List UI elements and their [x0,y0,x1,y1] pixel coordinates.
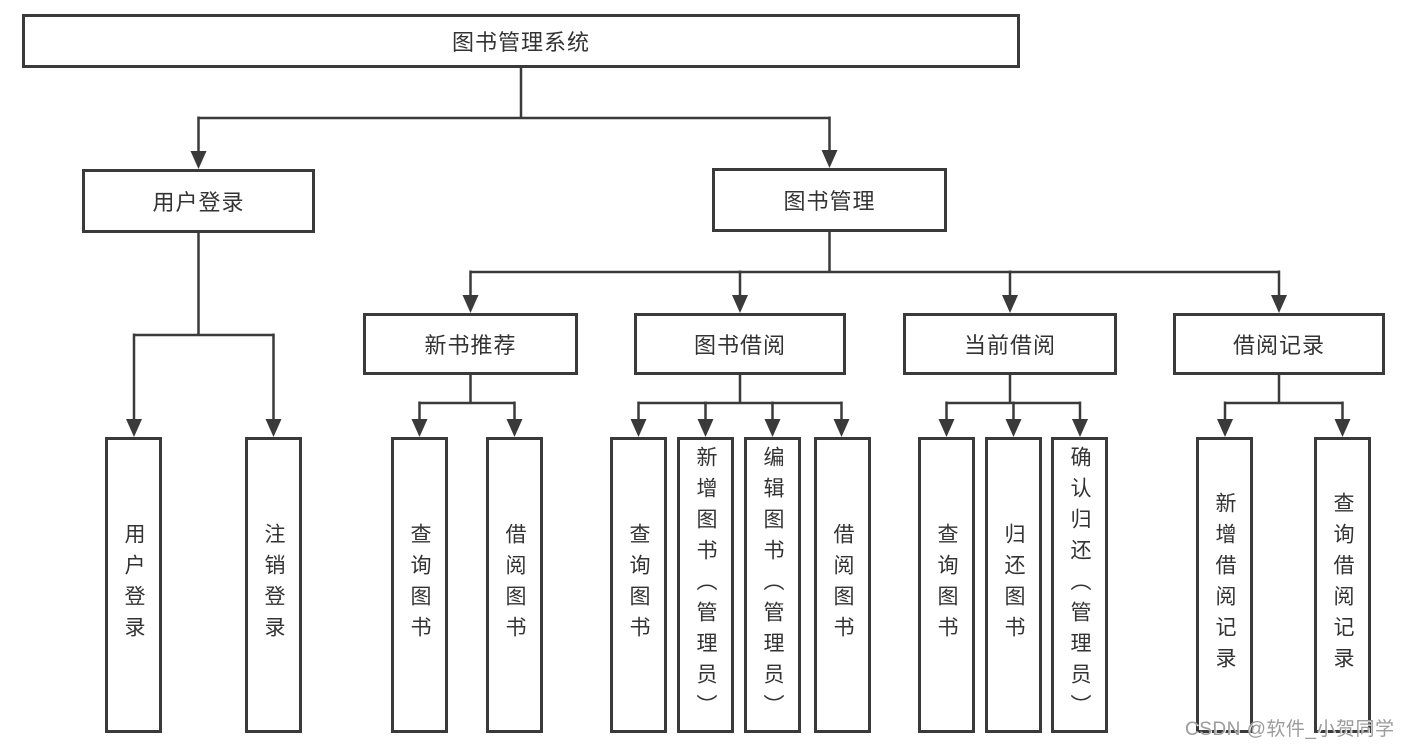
leaf-user-login: 用户登录 [105,437,162,733]
arrow-down-icon [821,150,838,168]
arrow-down-icon [190,151,207,169]
leaf-borrow-books-recommend: 借阅图书 [486,437,543,733]
node-book-management: 图书管理 [712,168,947,232]
leaf-label: 新增借阅记录 [1213,492,1237,678]
csdn-watermark: CSDN @软件_小贺同学 [1185,719,1395,740]
node-label: 图书管理 [783,189,876,214]
leaf-label: 查询借阅记录 [1331,492,1355,678]
leaf-edit-book-admin: 编辑图书（管理员） [744,437,801,733]
leaf-query-borrow-record: 查询借阅记录 [1314,437,1371,733]
node-library-management-system: 图书管理系统 [22,14,1020,68]
node-label: 借阅记录 [1232,333,1325,358]
node-borrowing-records: 借阅记录 [1173,313,1385,375]
leaf-add-book-admin: 新增图书（管理员） [677,437,734,733]
leaf-label: 用户登录 [122,523,146,647]
node-book-borrowing: 图书借阅 [634,313,846,375]
leaf-logout: 注销登录 [245,437,302,733]
arrow-down-icon [1005,419,1022,437]
node-user-login: 用户登录 [82,169,315,233]
node-label: 当前借阅 [963,333,1056,358]
leaf-query-books-recommend: 查询图书 [391,437,448,733]
arrow-down-icon [126,419,142,437]
leaf-label: 确认归还（管理员） [1068,445,1092,725]
arrow-down-icon [732,295,748,313]
connector-userlogin-to-leaves [132,233,275,420]
arrow-down-icon [1334,419,1351,437]
arrow-down-icon [1002,295,1018,313]
arrow-down-icon [1271,295,1287,313]
arrow-down-icon [506,419,523,437]
leaf-confirm-return-admin: 确认归还（管理员） [1051,437,1108,733]
leaf-label: 新增图书（管理员） [694,445,718,725]
node-new-book-recommend: 新书推荐 [363,313,578,375]
arrow-down-icon [462,295,479,313]
connector-currentborrow-to-leaves [945,375,1082,420]
node-label: 用户登录 [152,190,245,215]
leaf-label: 注销登录 [262,523,286,647]
leaf-return-book: 归还图书 [985,437,1042,733]
leaf-label: 借阅图书 [503,523,527,647]
arrow-down-icon [938,419,955,437]
leaf-borrow-books: 借阅图书 [814,437,871,733]
leaf-add-borrow-record: 新增借阅记录 [1196,437,1253,733]
arrow-down-icon [764,419,781,437]
arrow-down-icon [697,419,714,437]
leaf-query-books-current: 查询图书 [918,437,975,733]
arrow-down-icon [411,419,428,437]
arrow-down-icon [630,419,647,437]
connector-newbook-to-leaves [418,375,516,420]
connector-root-to-level2 [197,68,831,152]
leaf-label: 查询图书 [935,523,959,647]
arrow-down-icon [1072,419,1088,437]
node-current-borrowing: 当前借阅 [903,313,1117,375]
node-label: 新书推荐 [424,333,517,358]
leaf-label: 借阅图书 [831,523,855,647]
connector-bookmgmt-to-level3 [469,232,1281,296]
leaf-label: 归还图书 [1002,523,1026,647]
arrow-down-icon [833,419,850,437]
leaf-label: 查询图书 [627,523,651,647]
connector-records-to-leaves [1223,375,1344,420]
node-label: 图书借阅 [693,333,786,358]
arrow-down-icon [1217,419,1233,437]
leaf-label: 编辑图书（管理员） [761,445,785,725]
arrow-down-icon [265,419,282,437]
node-label: 图书管理系统 [451,30,590,55]
connector-bookborrow-to-leaves [637,375,843,420]
leaf-query-books-borrow: 查询图书 [610,437,667,733]
leaf-label: 查询图书 [408,523,432,647]
